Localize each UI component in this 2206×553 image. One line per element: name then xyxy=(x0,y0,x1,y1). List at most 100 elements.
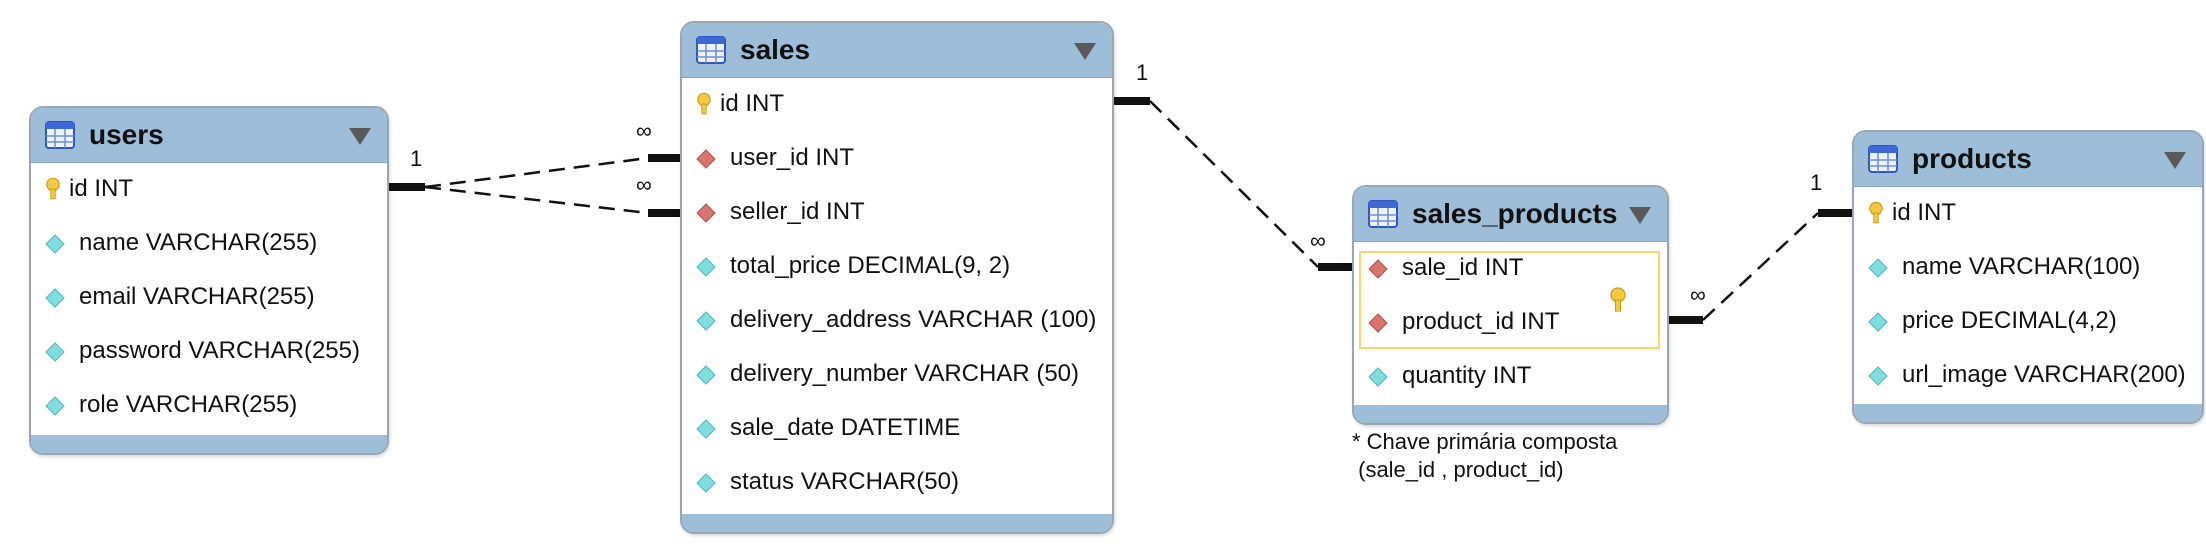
rel-sales-salesproducts-one-label: 1 xyxy=(1136,60,1149,85)
table-users-header[interactable]: users xyxy=(31,108,387,163)
table-sales-header[interactable]: sales xyxy=(682,23,1112,78)
rel-users-sales-user-many-label: ∞ xyxy=(636,118,652,143)
cyan-diamond-icon xyxy=(45,396,65,416)
column-row[interactable]: user_id INT xyxy=(682,131,1112,185)
column-row[interactable]: status VARCHAR(50) xyxy=(682,455,1112,509)
cyan-diamond-icon xyxy=(1868,312,1888,332)
rel-users-sales-one-label: 1 xyxy=(410,146,423,171)
table-products-header[interactable]: products xyxy=(1854,132,2202,187)
rel-sales-salesproducts-many-label: ∞ xyxy=(1310,228,1326,253)
column-row[interactable]: seller_id INT xyxy=(682,185,1112,239)
column-row[interactable]: total_price DECIMAL(9, 2) xyxy=(682,239,1112,293)
caret-down-icon[interactable] xyxy=(2164,152,2186,169)
table-products-footer xyxy=(1854,404,2202,422)
cyan-diamond-icon xyxy=(696,257,716,277)
cyan-diamond-icon xyxy=(1868,258,1888,278)
column-row[interactable]: delivery_number VARCHAR (50) xyxy=(682,347,1112,401)
table-sales-products-title: sales_products xyxy=(1412,198,1618,229)
column-label: seller_id INT xyxy=(730,198,865,225)
key-icon xyxy=(1610,287,1626,312)
red-diamond-icon xyxy=(696,149,716,169)
column-label: password VARCHAR(255) xyxy=(79,337,360,364)
column-row[interactable]: url_image VARCHAR(200) xyxy=(1854,348,2202,402)
column-label: delivery_address VARCHAR (100) xyxy=(730,306,1097,333)
table-products[interactable]: products id INT name VARCHAR(100) price DE… xyxy=(1852,130,2204,424)
column-row[interactable]: password VARCHAR(255) xyxy=(31,324,387,378)
column-label: quantity INT xyxy=(1402,362,1532,389)
column-label: sale_id INT xyxy=(1402,254,1524,281)
caret-down-icon[interactable] xyxy=(1074,43,1096,60)
key-icon xyxy=(1869,201,1883,224)
column-row[interactable]: price DECIMAL(4,2) xyxy=(1854,294,2202,348)
table-sales-products[interactable]: sales_products sale_id INT product_id INT… xyxy=(1352,185,1669,425)
cyan-diamond-icon xyxy=(696,311,716,331)
cyan-diamond-icon xyxy=(45,342,65,362)
table-sales-footer xyxy=(682,514,1112,532)
table-users-title: users xyxy=(89,119,164,150)
cyan-diamond-icon xyxy=(696,473,716,493)
rel-users-sales-user-line xyxy=(424,156,649,189)
composite-key-box xyxy=(1359,251,1660,349)
cyan-diamond-icon xyxy=(696,365,716,385)
column-label: product_id INT xyxy=(1402,308,1560,335)
composite-key-note: * Chave primária composta (sale_id , pro… xyxy=(1352,429,1618,482)
column-row[interactable]: role VARCHAR(255) xyxy=(31,378,387,432)
rel-products-salesproducts-one-label: 1 xyxy=(1810,170,1823,195)
key-icon xyxy=(697,92,711,115)
column-row[interactable]: name VARCHAR(100) xyxy=(1854,240,2202,294)
column-row[interactable]: delivery_address VARCHAR (100) xyxy=(682,293,1112,347)
rel-users-sales-seller-line xyxy=(424,185,649,215)
table-products-title: products xyxy=(1912,143,2032,174)
cyan-diamond-icon xyxy=(45,234,65,254)
column-row[interactable]: quantity INT xyxy=(1354,349,1667,403)
column-label: name VARCHAR(255) xyxy=(79,229,318,256)
column-label: status VARCHAR(50) xyxy=(730,468,959,495)
table-sales-products-footer xyxy=(1354,405,1667,423)
column-label: sale_date DATETIME xyxy=(730,414,961,441)
cyan-diamond-icon xyxy=(1868,366,1888,386)
red-diamond-icon xyxy=(696,203,716,223)
table-sales-title: sales xyxy=(740,34,811,65)
key-icon xyxy=(46,177,60,200)
caret-down-icon[interactable] xyxy=(1629,207,1651,224)
column-label: id INT xyxy=(1892,199,1957,226)
column-row[interactable]: sale_id INT xyxy=(1354,241,1667,295)
red-diamond-icon xyxy=(1368,313,1388,333)
column-row[interactable]: id INT xyxy=(682,77,1112,131)
column-row[interactable]: email VARCHAR(255) xyxy=(31,270,387,324)
table-grid-icon xyxy=(1368,200,1398,228)
column-label: price DECIMAL(4,2) xyxy=(1902,307,2117,334)
cyan-diamond-icon xyxy=(1368,367,1388,387)
column-label: id INT xyxy=(69,175,134,202)
table-grid-icon xyxy=(45,121,75,149)
caret-down-icon[interactable] xyxy=(349,128,371,145)
rel-sales-salesproducts-line xyxy=(1149,100,1319,268)
cyan-diamond-icon xyxy=(45,288,65,308)
table-grid-icon xyxy=(1868,145,1898,173)
cyan-diamond-icon xyxy=(696,419,716,439)
column-label: role VARCHAR(255) xyxy=(79,391,298,418)
column-label: url_image VARCHAR(200) xyxy=(1902,361,2186,388)
column-row[interactable]: id INT xyxy=(1854,186,2202,240)
table-sales-products-header[interactable]: sales_products xyxy=(1354,187,1667,242)
rel-users-sales-seller-many-label: ∞ xyxy=(636,172,652,197)
table-grid-icon xyxy=(696,36,726,64)
rel-products-salesproducts-line xyxy=(1702,212,1819,321)
column-label: email VARCHAR(255) xyxy=(79,283,315,310)
column-label: user_id INT xyxy=(730,144,855,171)
column-label: total_price DECIMAL(9, 2) xyxy=(730,252,1011,279)
column-row[interactable]: id INT xyxy=(31,162,387,216)
column-row[interactable]: name VARCHAR(255) xyxy=(31,216,387,270)
column-label: id INT xyxy=(720,90,785,117)
column-row[interactable]: sale_date DATETIME xyxy=(682,401,1112,455)
column-label: delivery_number VARCHAR (50) xyxy=(730,360,1080,387)
column-row[interactable]: product_id INT xyxy=(1354,295,1667,349)
table-users-footer xyxy=(31,435,387,453)
table-sales[interactable]: sales id INT user_id INT seller_id INT tota… xyxy=(680,21,1114,534)
table-users[interactable]: users id INT name VARCHAR(255) email VARCH… xyxy=(29,106,389,455)
red-diamond-icon xyxy=(1368,259,1388,279)
rel-products-salesproducts-many-label: ∞ xyxy=(1690,282,1706,307)
column-label: name VARCHAR(100) xyxy=(1902,253,2141,280)
